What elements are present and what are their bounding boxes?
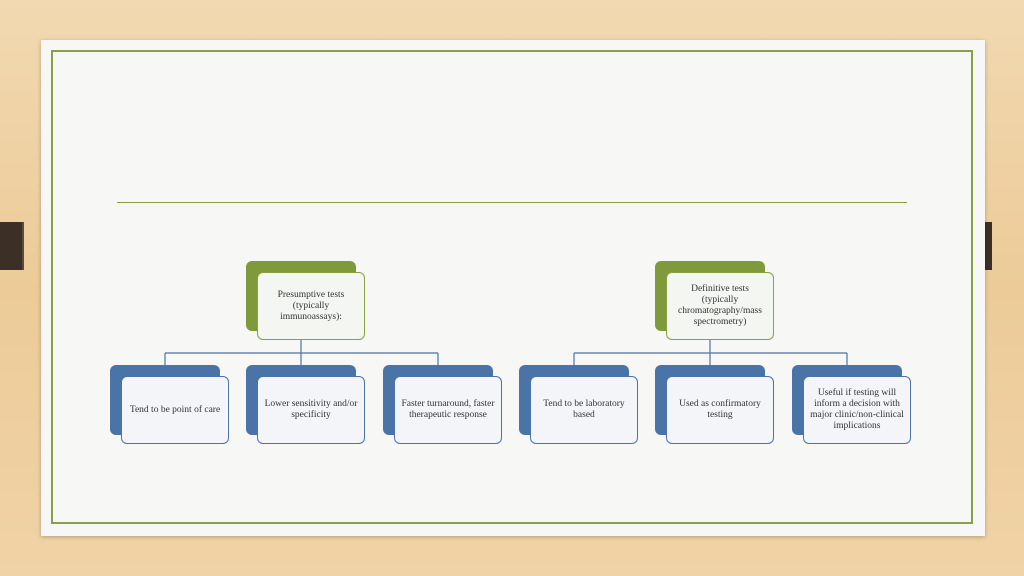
node-label: Faster turnaround, faster therapeutic re… bbox=[394, 376, 502, 444]
title-divider bbox=[117, 202, 907, 203]
left-side-tab bbox=[0, 222, 24, 270]
node-label: Lower sensitivity and/or specificity bbox=[257, 376, 365, 444]
node-label: Tend to be point of care bbox=[121, 376, 229, 444]
node-label: Used as confirmatory testing bbox=[666, 376, 774, 444]
node-label: Useful if testing will inform a decision… bbox=[803, 376, 911, 444]
slide-frame bbox=[51, 50, 973, 524]
diagram-connectors bbox=[164, 330, 848, 365]
node-label: Tend to be laboratory based bbox=[530, 376, 638, 444]
node-label: Presumptive tests (typically immunoassay… bbox=[257, 272, 365, 340]
slide: Presumptive tests (typically immunoassay… bbox=[41, 40, 985, 536]
node-label: Definitive tests (typically chromatograp… bbox=[666, 272, 774, 340]
